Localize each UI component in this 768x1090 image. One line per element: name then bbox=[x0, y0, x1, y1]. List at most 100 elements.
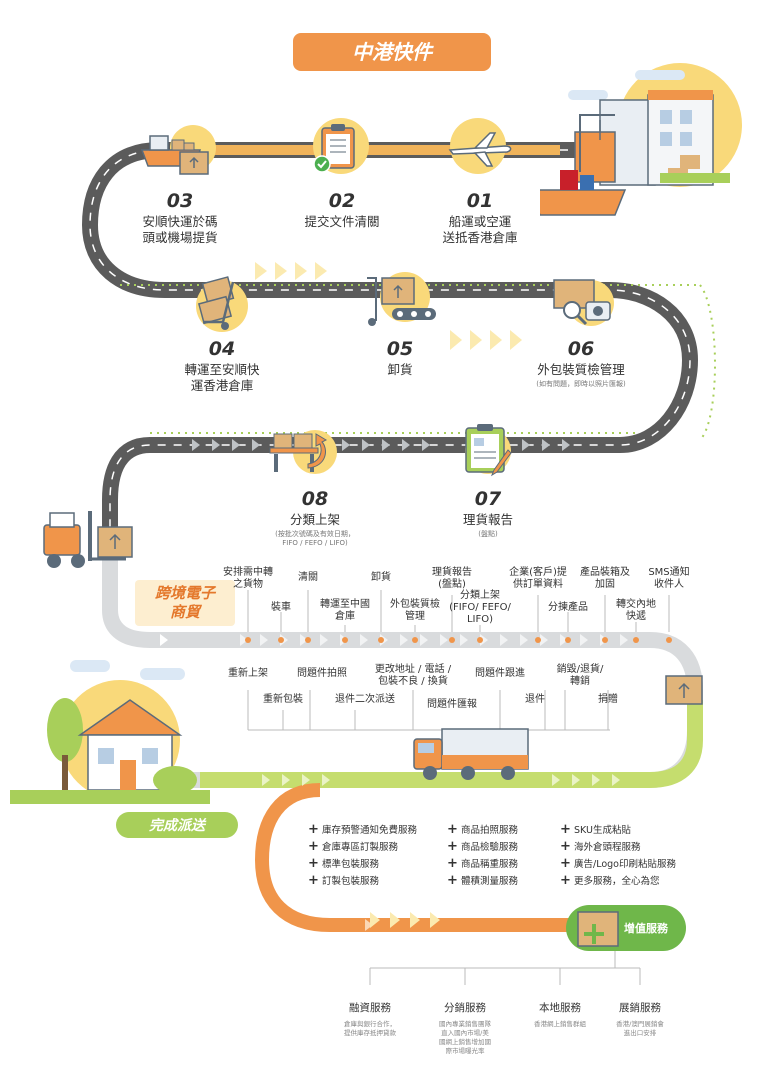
return-bottom-label: 退件二次派送 bbox=[335, 694, 395, 705]
vas-item: +SKU生成粘貼 bbox=[560, 822, 631, 838]
plus-icon: + bbox=[560, 822, 571, 837]
forklift-icon bbox=[43, 511, 133, 568]
return-bottom-label: 問題件匯報 bbox=[427, 699, 477, 710]
vas-item-label: 廣告/Logo印刷粘貼服務 bbox=[574, 859, 676, 870]
vas-item: +商品檢驗服務 bbox=[447, 839, 518, 855]
step-07-note: (盤點) bbox=[478, 530, 498, 538]
service-desc: 倉庫與銀行合作， 提供庫存抵押貸款 bbox=[344, 1020, 396, 1037]
service-desc: 香港/澳門展銷會 進出口安排 bbox=[616, 1020, 664, 1037]
vas-item-label: 商品檢驗服務 bbox=[461, 842, 519, 853]
return-bottom-label: 捐贈 bbox=[598, 694, 618, 705]
vas-item: +庫存預警通知免費服務 bbox=[308, 822, 417, 838]
step-01-label: 船運或空運 送抵香港倉庫 bbox=[442, 214, 518, 245]
return-bottom-label: 重新包裝 bbox=[263, 694, 303, 705]
step-07-number: 07 bbox=[474, 488, 502, 510]
step-07-label: 理貨報告 bbox=[462, 512, 513, 527]
delivery-banner-bg bbox=[116, 812, 238, 838]
airplane-icon bbox=[448, 132, 512, 167]
plus-icon: + bbox=[560, 873, 571, 888]
step-03-label: 安順快運於碼 頭或機場提貨 bbox=[142, 214, 218, 245]
crossborder-mid-label: 分類上架 (FIFO/ FEFO/ LIFO) bbox=[449, 590, 511, 625]
return-top-label: 銷毀/退貨/ 轉銷 bbox=[556, 664, 604, 687]
package-icon bbox=[665, 675, 703, 705]
step-04-label: 轉運至安順快 運香港倉庫 bbox=[184, 362, 260, 393]
return-top-label: 問題件跟進 bbox=[475, 668, 525, 679]
page-title: 中港快件 bbox=[293, 33, 491, 71]
house-illustration bbox=[10, 660, 210, 804]
crossborder-mid-label: 裝車 bbox=[271, 602, 291, 613]
harbor-warehouse-illustration bbox=[540, 63, 742, 216]
vas-item-label: 庫存預警通知免費服務 bbox=[322, 825, 418, 836]
vas-item: +海外倉頭程服務 bbox=[560, 839, 641, 855]
vas-item-label: 體積測量服務 bbox=[461, 876, 519, 887]
delivery-banner: 完成派送 bbox=[149, 818, 205, 834]
return-top-label: 問題件拍照 bbox=[297, 668, 347, 679]
plus-icon: + bbox=[560, 856, 571, 871]
box-magnifier-camera-icon bbox=[553, 279, 611, 326]
plus-icon: + bbox=[447, 839, 458, 854]
vas-item-label: 訂製包裝服務 bbox=[322, 876, 380, 887]
plus-icon: + bbox=[308, 873, 319, 888]
service-title: 展銷服務 bbox=[619, 1002, 661, 1014]
shelving-arrow-icon bbox=[269, 433, 328, 472]
crossborder-top-label: 卸貨 bbox=[371, 572, 391, 583]
cargo-ship-icon bbox=[140, 135, 209, 175]
vas-item: +倉庫專區訂製服務 bbox=[308, 839, 398, 855]
crossborder-top-label: 企業(客戶)提 供訂單資料 bbox=[509, 567, 567, 590]
delivery-truck-icon bbox=[413, 728, 529, 780]
vas-item-label: 商品稱重服務 bbox=[461, 859, 519, 870]
service-title: 本地服務 bbox=[539, 1002, 581, 1014]
vas-item: +商品稱重服務 bbox=[447, 856, 518, 872]
step-06-number: 06 bbox=[567, 338, 595, 360]
plus-icon: + bbox=[447, 873, 458, 888]
crossborder-top-label: 安排需中轉 之貨物 bbox=[223, 567, 273, 590]
step-02-label: 提交文件清關 bbox=[304, 214, 380, 229]
service-tree-lines bbox=[369, 950, 641, 985]
step-04-number: 04 bbox=[208, 338, 236, 360]
vas-item-label: 海外倉頭程服務 bbox=[574, 842, 641, 853]
step-08-label: 分類上架 bbox=[289, 512, 340, 527]
return-bottom-label: 退件 bbox=[525, 694, 545, 705]
step-02-number: 02 bbox=[328, 190, 356, 212]
step-05-number: 05 bbox=[386, 338, 414, 360]
crossborder-banner-bg bbox=[135, 580, 235, 626]
step-01-number: 01 bbox=[466, 190, 494, 212]
road-vas bbox=[254, 783, 580, 932]
service-desc: 香港網上銷售群組 bbox=[534, 1020, 586, 1028]
service-title: 分銷服務 bbox=[444, 1002, 486, 1014]
vas-item-label: 商品拍照服務 bbox=[461, 825, 519, 836]
vas-item: +訂製包裝服務 bbox=[308, 873, 379, 889]
vas-badge-label: 增值服務 bbox=[624, 922, 668, 935]
vas-item: +標準包裝服務 bbox=[308, 856, 379, 872]
service-desc: 國內專業銷售團隊 直入國內市場/美 國網上銷售增加國 際市場曝光率 bbox=[439, 1020, 491, 1055]
crossborder-top-label: 清關 bbox=[298, 572, 318, 583]
plus-icon: + bbox=[560, 839, 571, 854]
step-06-note: (如有問題，即時以照片匯報) bbox=[536, 380, 626, 388]
vas-item: +廣告/Logo印刷粘貼服務 bbox=[560, 856, 676, 872]
return-top-label: 重新上架 bbox=[228, 668, 268, 679]
medical-box-icon bbox=[577, 911, 619, 947]
clipboard-check-icon bbox=[314, 124, 355, 173]
plus-icon: + bbox=[447, 856, 458, 871]
conveyor-box-icon bbox=[367, 277, 436, 326]
crossborder-banner: 跨境電子 商貿 bbox=[154, 584, 215, 621]
report-clipboard-icon bbox=[465, 424, 512, 477]
crossborder-mid-label: 外包裝質檢 管理 bbox=[390, 599, 440, 622]
vas-item: +更多服務，全心為您 bbox=[560, 873, 660, 889]
plus-icon: + bbox=[308, 839, 319, 854]
service-title: 融資服務 bbox=[349, 1002, 391, 1014]
crossborder-top-label: SMS通知 收件人 bbox=[648, 567, 690, 590]
crossborder-top-label: 理貨報告 (盤點) bbox=[432, 567, 472, 590]
plus-icon: + bbox=[447, 822, 458, 837]
plus-icon: + bbox=[308, 856, 319, 871]
crossborder-mid-label: 轉運至中國 倉庫 bbox=[320, 599, 370, 622]
step-03-number: 03 bbox=[166, 190, 194, 212]
hand-truck-boxes-icon bbox=[197, 276, 235, 330]
vas-item: +商品拍照服務 bbox=[447, 822, 518, 838]
road-delivery bbox=[200, 700, 703, 788]
step-06-label: 外包裝質檢管理 bbox=[537, 362, 625, 377]
step-08-number: 08 bbox=[301, 488, 329, 510]
step-08-note: (按批次號碼及有效日期， FIFO / FEFO / LIFO) bbox=[275, 530, 355, 547]
vas-item-label: 標準包裝服務 bbox=[322, 859, 380, 870]
crossborder-top-label: 產品裝箱及 加固 bbox=[580, 567, 630, 590]
